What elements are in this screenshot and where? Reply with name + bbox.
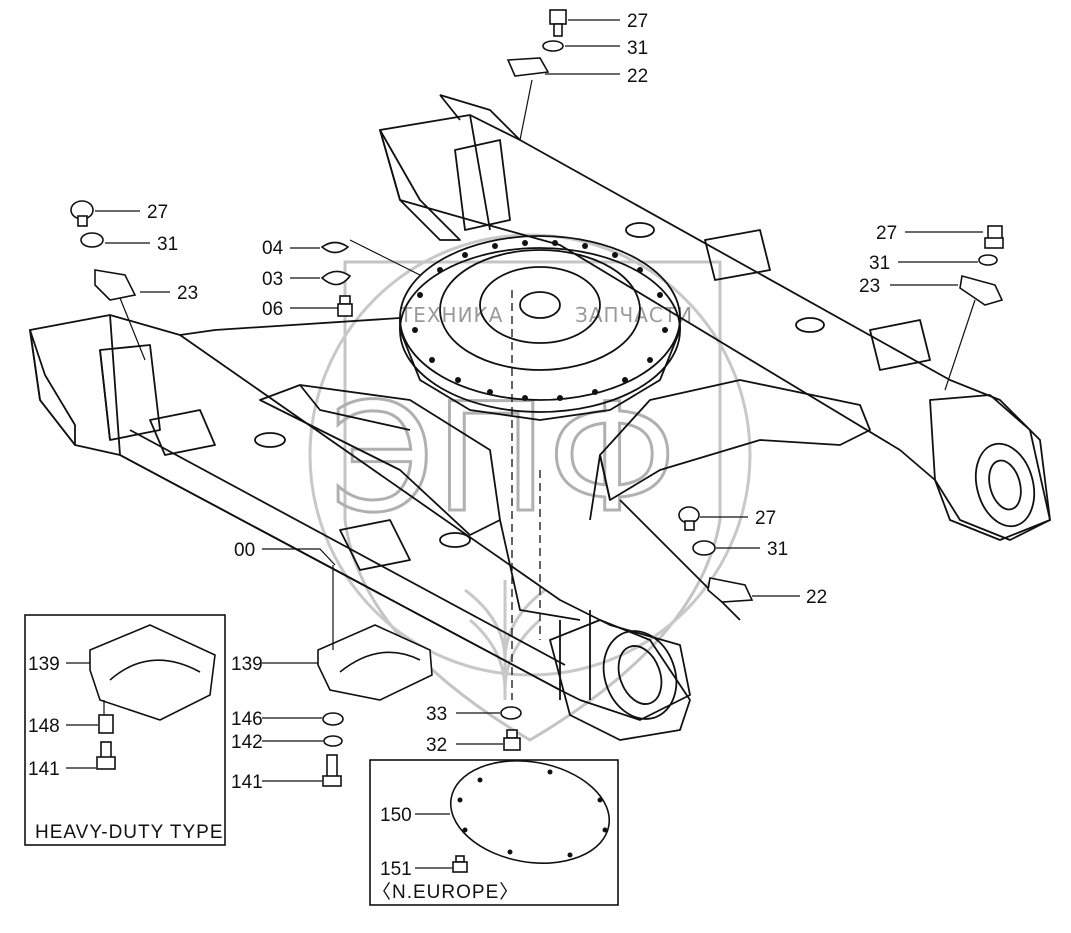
heavy-duty-inset: HEAVY-DUTY TYPE <box>24 614 226 846</box>
callout-141: 141 <box>231 772 263 793</box>
seal-33 <box>500 706 522 720</box>
callout-151: 151 <box>380 859 412 880</box>
callout-139-heavy-duty: 139 <box>28 654 60 675</box>
center-lines <box>511 290 541 700</box>
block-22-top <box>506 57 550 77</box>
washer-146 <box>322 712 344 726</box>
block-22-mid <box>707 577 754 603</box>
washer-31-right <box>978 254 998 266</box>
callout-27-left: 27 <box>147 202 168 223</box>
ring-142 <box>323 735 343 747</box>
bolt-141 <box>322 754 342 787</box>
callout-31-left: 31 <box>157 234 178 255</box>
cap-139-heavy-duty <box>89 624 216 721</box>
bolt-27-left <box>70 200 94 227</box>
leader-lines <box>66 19 983 869</box>
plate-04 <box>320 241 350 254</box>
callout-33: 33 <box>426 704 447 725</box>
spacer-148 <box>98 714 114 734</box>
callout-03: 03 <box>262 269 283 290</box>
bolt-141-heavy-duty <box>96 741 116 770</box>
bearing-bolt-holes <box>412 240 668 401</box>
bolt-27-right <box>984 225 1004 249</box>
callout-06: 06 <box>262 299 283 320</box>
callout-22-top: 22 <box>627 66 648 87</box>
washer-31-left <box>80 232 104 248</box>
heavy-duty-caption: HEAVY-DUTY TYPE <box>35 822 224 843</box>
callout-04: 04 <box>262 238 284 259</box>
callout-27-right: 27 <box>876 223 897 244</box>
bolt-151 <box>452 855 468 873</box>
cap-139 <box>317 624 433 701</box>
callout-23-left: 23 <box>177 283 198 304</box>
watermark-logo: ЭПФ <box>330 372 677 546</box>
washer-31-mid <box>692 540 716 556</box>
callout-31-mid: 31 <box>767 539 788 560</box>
washer-31-top <box>542 40 564 52</box>
bolt-06 <box>337 295 353 317</box>
callout-labels: 27 31 22 27 31 23 04 03 06 27 31 23 27 3… <box>28 11 897 880</box>
callout-139: 139 <box>231 654 263 675</box>
hardware-parts <box>70 9 1004 787</box>
callout-00: 00 <box>234 540 255 561</box>
cover-150 <box>449 760 611 864</box>
callout-22-mid: 22 <box>806 587 827 608</box>
callout-31-right: 31 <box>869 253 890 274</box>
plate-03 <box>320 270 352 286</box>
callout-27-mid: 27 <box>755 508 776 529</box>
callout-148: 148 <box>28 716 60 737</box>
callout-150: 150 <box>380 805 412 826</box>
callout-31-top: 31 <box>627 38 648 59</box>
plug-32 <box>503 729 521 751</box>
watermark-right-word: ЗАПЧАСТИ <box>575 303 693 327</box>
callout-146: 146 <box>231 709 263 730</box>
callout-23-right: 23 <box>859 276 880 297</box>
callout-27-top: 27 <box>627 11 648 32</box>
callout-142: 142 <box>231 732 263 753</box>
callout-32: 32 <box>426 735 447 756</box>
n-europe-inset: 〈N.EUROPE〉 <box>369 759 619 906</box>
callout-141-heavy-duty: 141 <box>28 759 60 780</box>
n-europe-caption: 〈N.EUROPE〉 <box>372 881 519 903</box>
watermark-left-word: ТЕХНИКА <box>399 303 503 327</box>
bolt-27-top <box>549 9 567 37</box>
bracket-23-left <box>94 269 137 301</box>
bracket-23-right <box>959 274 1004 306</box>
bolt-27-mid <box>678 506 700 531</box>
watermark: ЭПФ ТЕХНИКА ЗАПЧАСТИ <box>308 233 752 742</box>
track-frame <box>29 94 1051 741</box>
